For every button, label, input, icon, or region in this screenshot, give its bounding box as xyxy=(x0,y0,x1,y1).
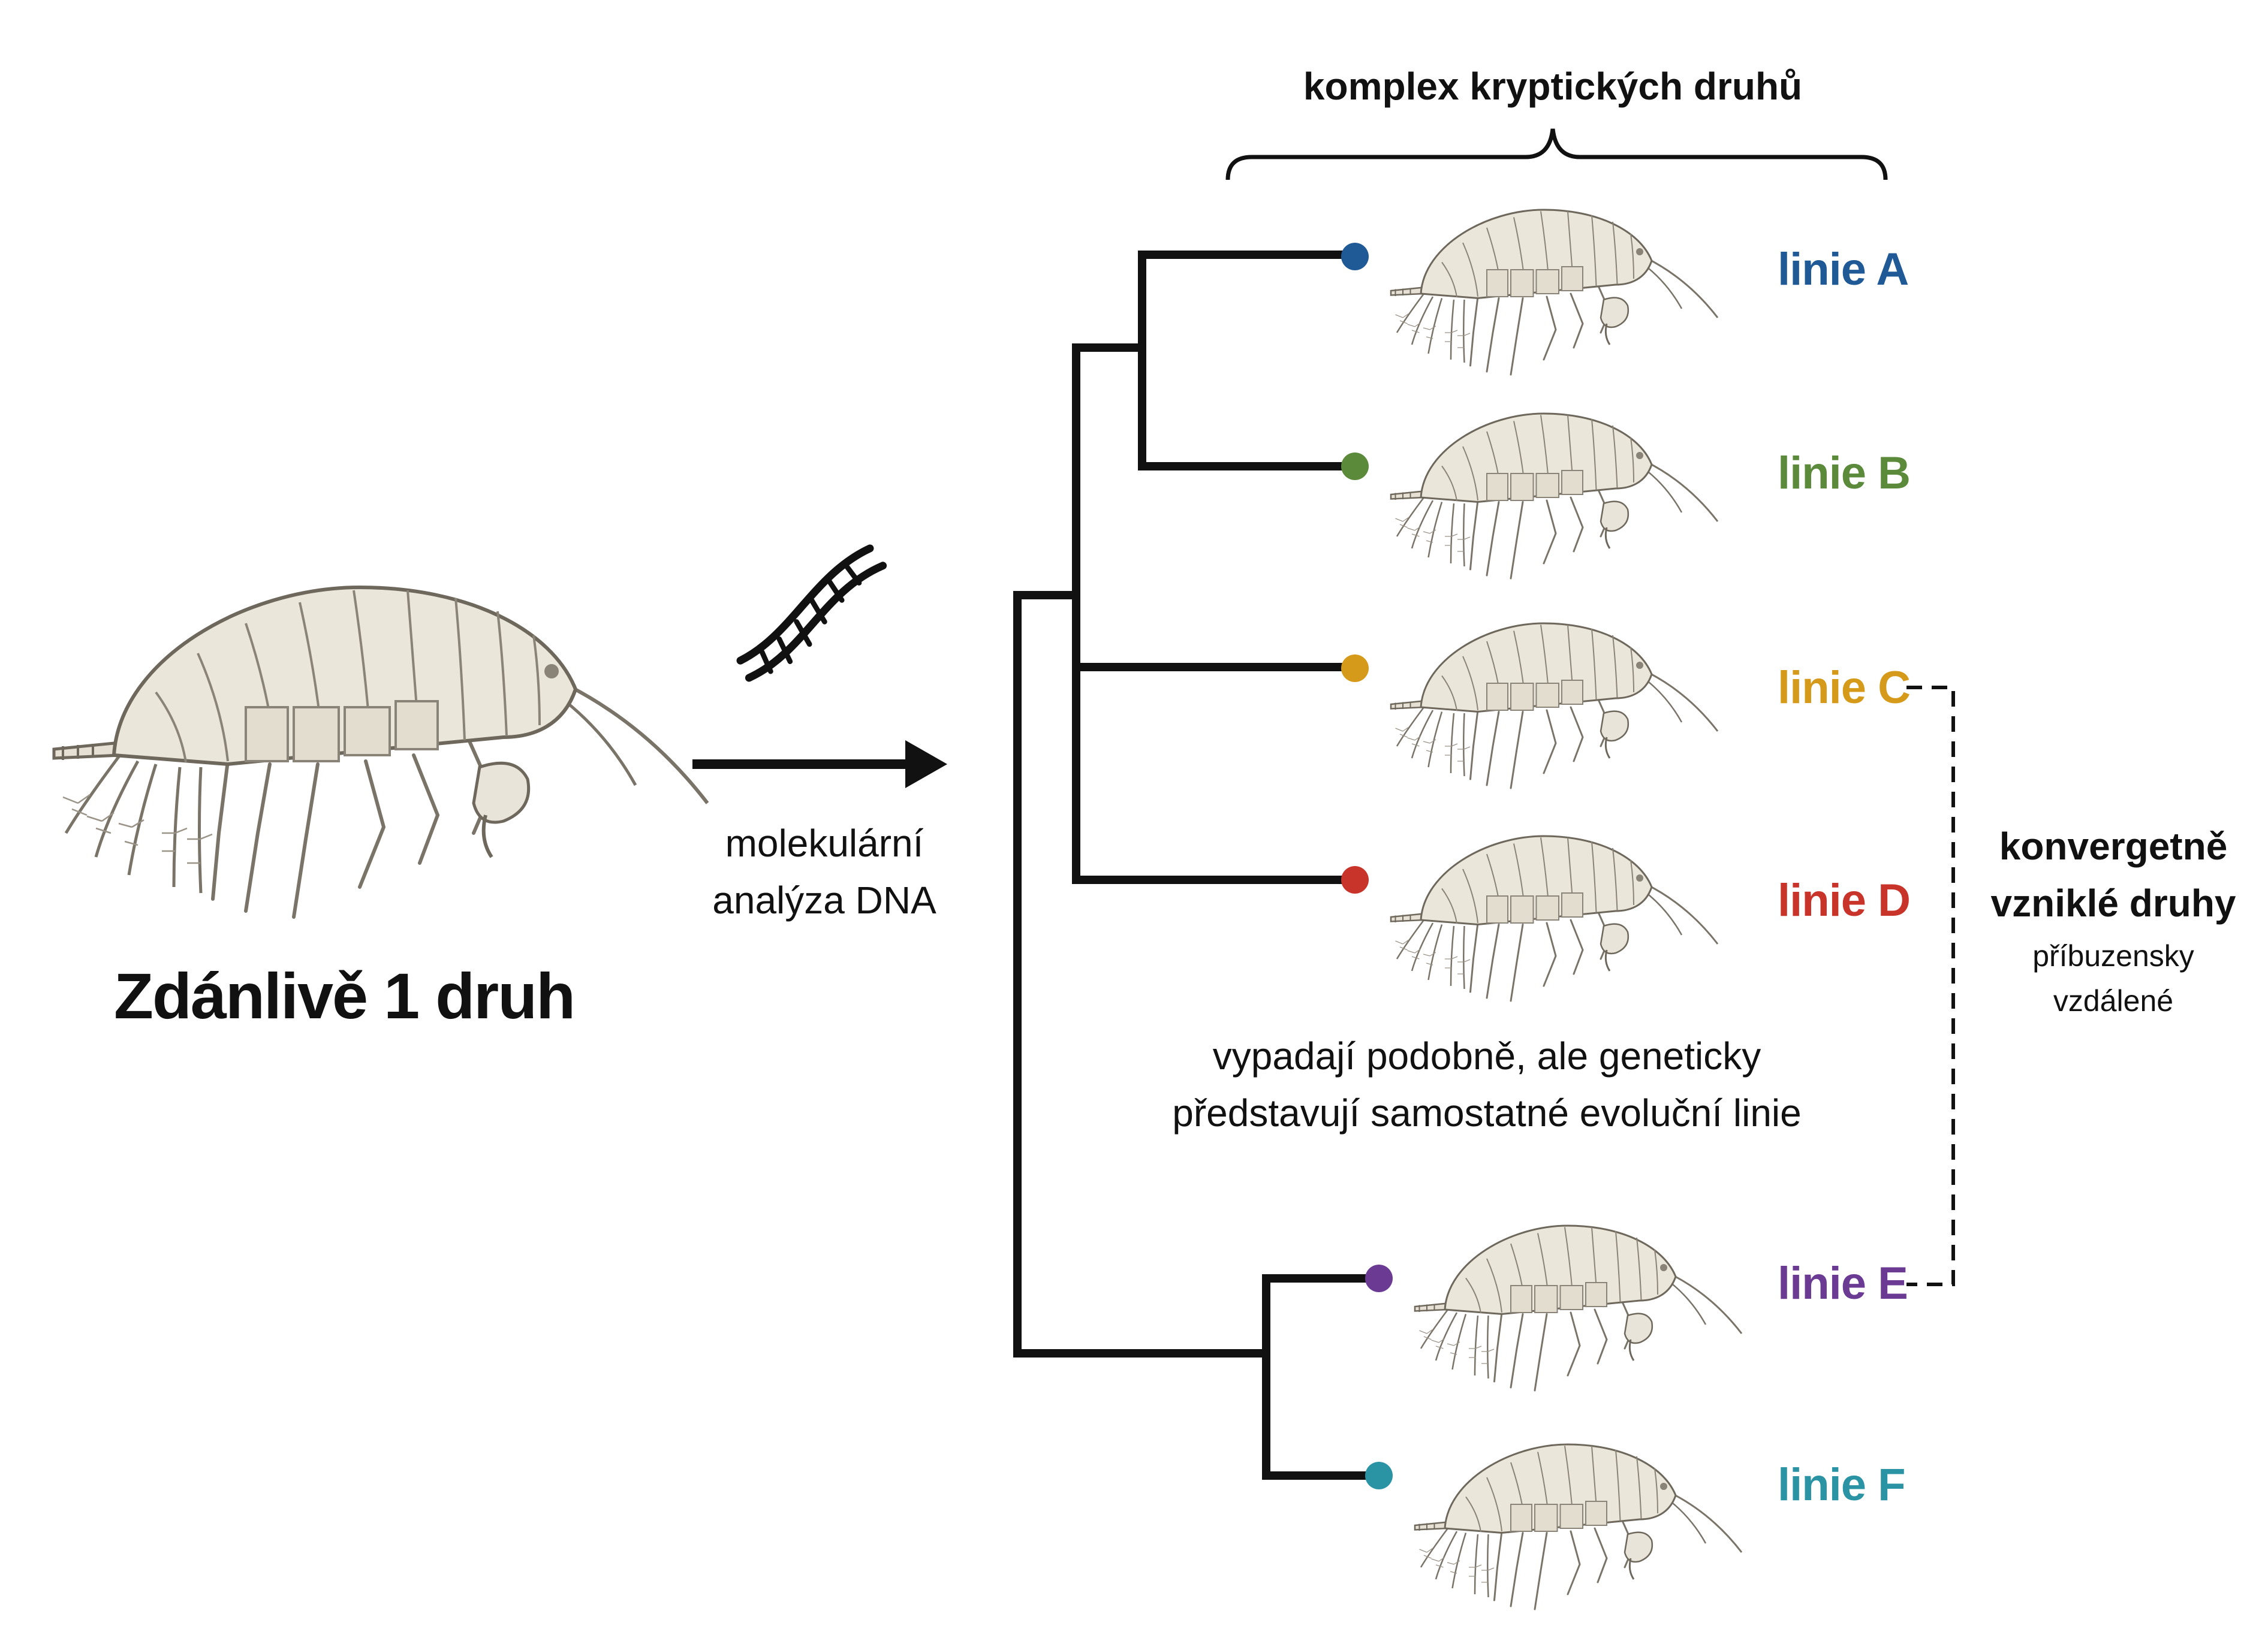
complex-brace xyxy=(1225,128,1888,180)
tip-dot-e xyxy=(1365,1265,1393,1292)
phylogenetic-tree xyxy=(1013,251,1377,1480)
amphipod-lineage-a xyxy=(1390,209,1719,376)
arrow-caption-line-1: molekulární xyxy=(725,822,924,865)
convergent-title-line-1: konvergetně xyxy=(1999,825,2228,868)
tip-dot-d xyxy=(1341,866,1369,894)
lineage-label-a: linie A xyxy=(1778,244,1909,295)
similarity-note-line-2: představují samostatné evoluční linie xyxy=(1172,1091,1802,1135)
similarity-note-line-1: vypadají podobně, ale geneticky xyxy=(1212,1034,1761,1078)
main-title: Zdánlivě 1 druh xyxy=(114,960,576,1032)
amphipod-lineage-d xyxy=(1390,835,1719,1002)
arrow-caption-line-2: analýza DNA xyxy=(712,879,936,922)
convergent-subtitle-line-2: vzdálené xyxy=(2053,984,2174,1018)
analysis-arrow xyxy=(692,740,947,788)
amphipod-lineage-b xyxy=(1390,412,1719,580)
tip-dot-b xyxy=(1341,453,1369,480)
tip-dot-c xyxy=(1341,654,1369,682)
lineage-label-b: linie B xyxy=(1778,448,1911,499)
lineage-label-e: linie E xyxy=(1778,1258,1908,1309)
dna-helix-icon xyxy=(740,548,883,678)
amphipod-lineage-c xyxy=(1390,622,1719,789)
convergent-title-line-2: vzniklé druhy xyxy=(1990,882,2236,925)
lineage-label-f: linie F xyxy=(1778,1459,1906,1510)
lineage-label-d: linie D xyxy=(1778,875,1911,926)
convergent-subtitle-line-1: příbuzensky xyxy=(2032,939,2194,973)
convergence-connector xyxy=(1906,686,1955,1286)
lineage-label-c: linie C xyxy=(1778,662,1911,713)
complex-label: komplex kryptických druhů xyxy=(1303,65,1803,108)
amphipod-lineage-f xyxy=(1414,1443,1743,1610)
amphipod-main-illustration xyxy=(54,587,707,917)
amphipod-lineage-e xyxy=(1414,1224,1743,1392)
tip-dot-f xyxy=(1365,1462,1393,1489)
tip-dot-a xyxy=(1341,243,1369,270)
